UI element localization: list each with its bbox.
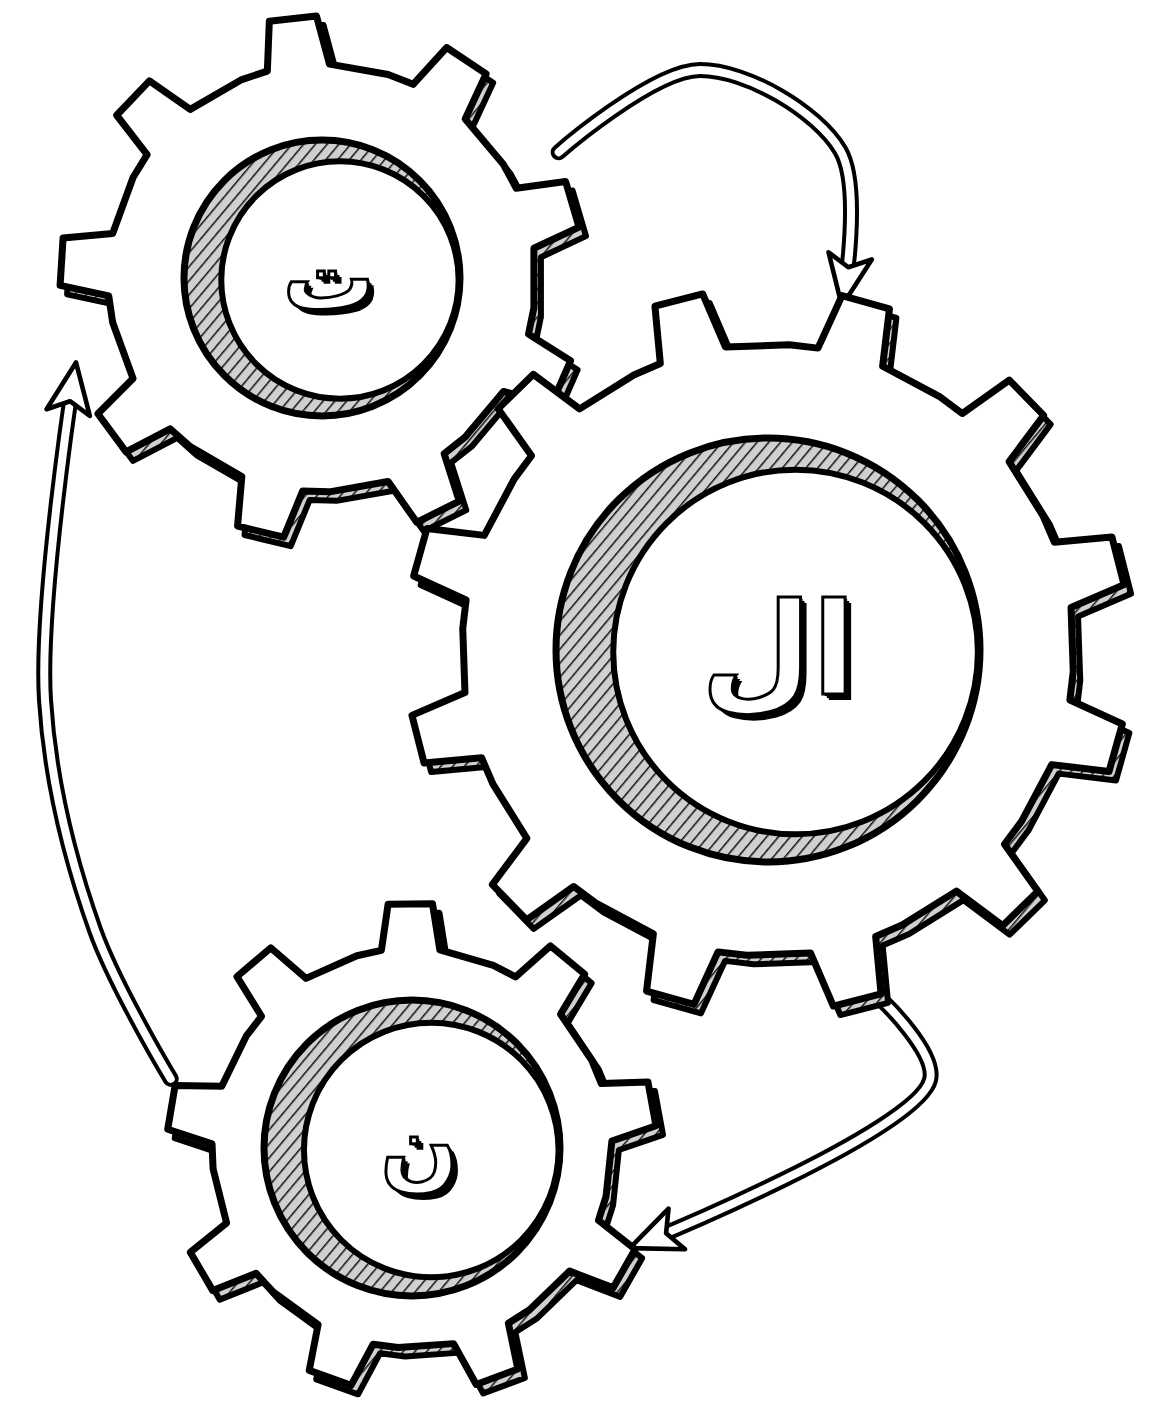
cycle-arrow-group [645,1000,931,1242]
gear-node: ت [46,2,598,554]
cycle-arrow [559,70,851,290]
cycle-arrow-core [559,70,851,290]
gear-letter: ت [283,232,375,324]
gear-hub [221,161,458,398]
gear-body [168,904,656,1385]
gear-body [60,16,579,537]
cycle-arrow-group [559,70,851,290]
gear-node: ال [392,274,1144,1026]
gear-hole [264,1000,560,1296]
cycle-arrow-core [44,378,170,1078]
gear-hub [613,470,978,835]
gear-letter: ال [701,586,856,714]
cycle-arrow [44,378,170,1078]
gear-body [412,294,1124,1006]
cycle-arrow [645,1000,931,1242]
cycle-arrow-group [44,378,170,1078]
gear-hole [556,438,980,862]
cycle-arrow-core [645,1000,931,1242]
gear-hub [304,1023,559,1278]
gear-hole [184,140,460,416]
gear-node: ن [153,889,671,1407]
gear-letter: ن [380,1102,459,1194]
